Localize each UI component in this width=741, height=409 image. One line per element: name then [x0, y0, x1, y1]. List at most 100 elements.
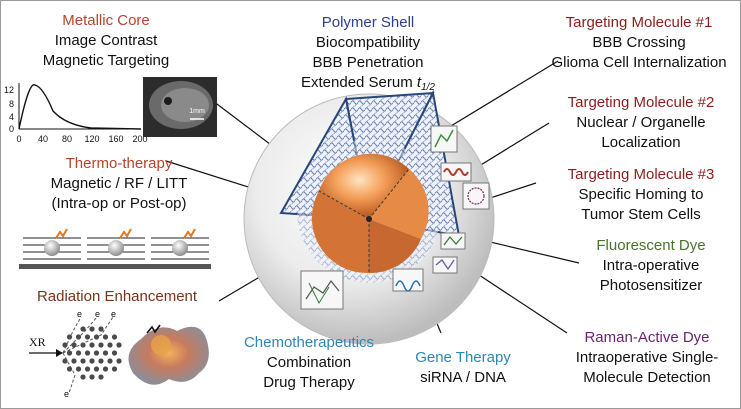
lattice-dot	[98, 342, 104, 348]
lattice-dot	[116, 358, 122, 364]
thermo-line: (Intra-op or Post-op)	[51, 195, 187, 212]
polymer-serum-t: t	[416, 74, 422, 91]
lattice-dot	[89, 326, 95, 332]
targeting-1-label: Targeting Molecule #1 BBB Crossing Gliom…	[539, 13, 739, 73]
lattice-dot	[111, 366, 118, 372]
raman-dye-label: Raman-Active Dye Intraoperative Single- …	[553, 328, 740, 388]
lattice-dot	[84, 366, 91, 372]
lattice-dot	[111, 334, 118, 340]
lattice-dot	[62, 342, 68, 348]
plot-ytick: 0	[9, 124, 14, 134]
tm1-line: Glioma Cell Internalization	[551, 54, 727, 71]
lattice-dot	[84, 350, 91, 356]
lattice-dot	[102, 350, 109, 356]
thermo-label: Thermo-therapy Magnetic / RF / LITT (Int…	[19, 154, 219, 214]
targeting-2-label: Targeting Molecule #2 Nuclear / Organell…	[546, 93, 736, 153]
lattice-dot	[98, 326, 104, 332]
fluor-line: Photosensitizer	[599, 277, 703, 294]
lattice-dot	[80, 326, 86, 332]
tm2-heading: Targeting Molecule #2	[567, 94, 715, 111]
fluor-heading: Fluorescent Dye	[596, 237, 706, 254]
chemo-heading: Chemotherapeutics	[243, 334, 375, 351]
polymer-shell-label: Polymer Shell Biocompatibility BBB Penet…	[283, 13, 453, 98]
lattice-dot	[66, 334, 73, 340]
tm2-line: Localization	[601, 134, 681, 151]
raman-line: Intraoperative Single-	[575, 349, 719, 366]
electron-label: e	[95, 309, 100, 319]
fluor-line: Intra-operative	[602, 257, 700, 274]
plot-ytick: 12	[4, 85, 14, 95]
lattice-dot	[75, 350, 82, 356]
electron-label: e	[111, 309, 116, 319]
gene-line: siRNA / DNA	[420, 369, 506, 386]
electron-label: e	[64, 389, 69, 399]
lattice-dot	[111, 350, 118, 356]
polymer-line: BBB Penetration	[312, 54, 424, 71]
polymer-serum-text: Extended Serum	[301, 74, 417, 91]
radiation-illustration: XR e e e e	[29, 309, 209, 399]
lattice-dot	[98, 374, 104, 380]
lattice-dot	[71, 358, 77, 364]
metallic-core-heading: Metallic Core	[62, 12, 150, 29]
metallic-core-line: Image Contrast	[54, 32, 158, 49]
radiation-heading: Radiation Enhancement	[36, 288, 198, 305]
raman-line: Molecule Detection	[583, 369, 711, 386]
lattice-dot	[89, 342, 95, 348]
chemo-line: Drug Therapy	[263, 374, 355, 391]
relaxivity-plot: 12 8 4 0 0 40 80 120 160 200	[4, 83, 148, 144]
lattice-dot	[71, 342, 77, 348]
lattice-dot	[75, 366, 82, 372]
raman-heading: Raman-Active Dye	[584, 329, 710, 346]
metallic-core-line: Magnetic Targeting	[42, 52, 170, 69]
lattice-dot	[93, 350, 100, 356]
thermo-heading: Thermo-therapy	[65, 155, 173, 172]
radiation-label: Radiation Enhancement	[7, 287, 227, 307]
thermo-line: Magnetic / RF / LITT	[50, 175, 188, 192]
plot-ytick: 4	[9, 112, 14, 122]
plot-xtick: 120	[84, 134, 99, 144]
electron-label: e	[77, 309, 82, 319]
gene-therapy-label: Gene Therapy siRNA / DNA	[403, 348, 523, 388]
lattice-dot	[107, 358, 113, 364]
lattice-dot	[84, 334, 91, 340]
lattice-dot	[66, 366, 73, 372]
lattice-dot	[102, 334, 109, 340]
metallic-core-label: Metallic Core Image Contrast Magnetic Ta…	[31, 11, 181, 71]
lattice-dot	[89, 374, 95, 380]
lattice-dot	[107, 342, 113, 348]
xr-label: XR	[29, 335, 46, 349]
tm1-heading: Targeting Molecule #1	[565, 14, 713, 31]
polymer-line: Biocompatibility	[315, 34, 421, 51]
lattice-dot	[93, 366, 100, 372]
plot-xtick: 160	[108, 134, 123, 144]
chemo-line: Combination	[266, 354, 352, 371]
polymer-heading: Polymer Shell	[321, 14, 415, 31]
chemotherapeutics-label: Chemotherapeutics Combination Drug Thera…	[229, 333, 389, 393]
tm3-line: Tumor Stem Cells	[581, 206, 701, 223]
plot-xtick: 40	[38, 134, 48, 144]
lattice-dot	[66, 350, 73, 356]
mri-image: 1mm	[143, 77, 217, 137]
lattice-dot	[102, 366, 109, 372]
gene-heading: Gene Therapy	[415, 349, 511, 366]
plot-xtick: 200	[132, 134, 147, 144]
lattice-dot	[116, 342, 122, 348]
plot-xtick: 0	[16, 134, 21, 144]
molecule-insets	[300, 125, 490, 310]
tm1-line: BBB Crossing	[592, 34, 686, 51]
fluorescent-dye-label: Fluorescent Dye Intra-operative Photosen…	[561, 236, 740, 296]
polymer-serum-line: Extended Serum t1/2	[283, 73, 453, 98]
targeting-3-label: Targeting Molecule #3 Specific Homing to…	[546, 165, 736, 225]
lattice-dot	[89, 358, 95, 364]
polymer-serum-sub: 1/2	[421, 82, 435, 93]
plot-ytick: 8	[9, 99, 14, 109]
plot-xtick: 80	[62, 134, 72, 144]
tm2-line: Nuclear / Organelle	[576, 114, 706, 131]
lattice-dot	[80, 374, 86, 380]
tm3-line: Specific Homing to	[578, 186, 704, 203]
mri-scale-label: 1mm	[189, 108, 205, 115]
thermo-illustration	[19, 228, 211, 269]
lattice-dot	[80, 358, 86, 364]
lattice-dot	[98, 358, 104, 364]
